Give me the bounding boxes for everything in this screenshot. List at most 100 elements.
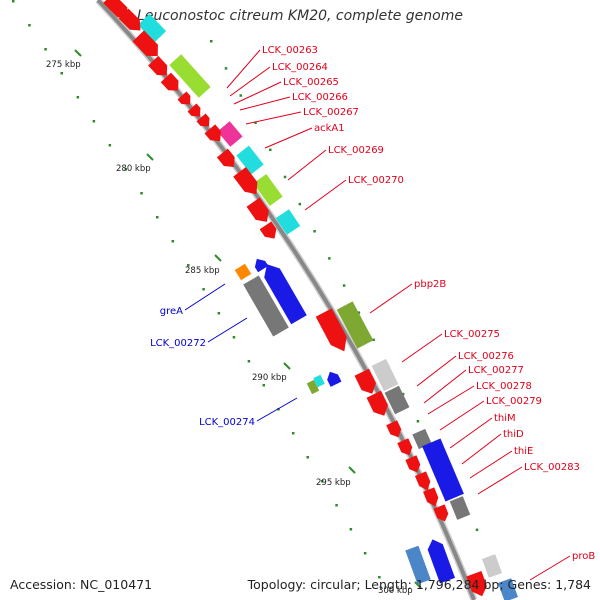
gene-block <box>253 173 283 207</box>
scale-major-tick <box>146 153 154 161</box>
gene-arrow <box>397 438 413 456</box>
gene-arrow <box>423 487 439 507</box>
scale-dot <box>92 120 96 123</box>
track-dot <box>283 175 287 179</box>
track-dot <box>269 148 272 152</box>
gene-block <box>371 358 399 392</box>
track-dot <box>401 392 405 396</box>
accession-text: Accession: NC_010471 <box>10 577 153 592</box>
gene-arrow <box>216 148 235 167</box>
gene-arrow <box>327 371 342 387</box>
scale-label: 275 kbp <box>46 60 81 70</box>
scale-label: 300 kbp <box>378 586 413 596</box>
gene-block <box>412 428 432 450</box>
scale-label: 295 kbp <box>316 478 351 488</box>
label-leader-line <box>287 149 327 181</box>
forward-gene-label: LCK_00267 <box>303 107 359 118</box>
gene-block <box>275 209 301 235</box>
scale-dot <box>320 480 324 483</box>
scale-label: 285 kbp <box>185 266 220 276</box>
forward-gene-label: LCK_00269 <box>328 145 384 156</box>
track-dot <box>210 40 213 43</box>
gene-arrow <box>259 221 277 239</box>
scale-dot <box>306 456 309 459</box>
label-leader-line <box>233 81 282 105</box>
forward-gene-label: LCK_00263 <box>262 45 318 56</box>
forward-gene-label: ackA1 <box>314 123 345 134</box>
scale-dot <box>28 24 31 27</box>
forward-gene-label: LCK_00275 <box>444 329 500 340</box>
scale-dot <box>124 168 128 171</box>
reverse-gene-label: greA <box>160 306 183 317</box>
gene-arrow <box>187 103 201 117</box>
track-dot <box>357 311 361 314</box>
scale-label: 290 kbp <box>252 373 287 383</box>
topology-text: Topology: circular <box>247 577 357 592</box>
gene-arrow <box>177 91 191 105</box>
label-leader-line <box>239 96 291 111</box>
track-dot <box>328 257 331 260</box>
scale-major-tick <box>74 49 82 57</box>
gene-block <box>234 263 252 281</box>
scale-dot <box>291 432 295 435</box>
scale-dot <box>232 336 236 339</box>
gene-arrow <box>354 368 376 394</box>
track-dot <box>372 338 375 342</box>
genes-count-text: Genes: 1,784 <box>499 577 591 592</box>
gene-arrow <box>264 264 307 325</box>
genome-summary: Topology: circularLength: 1,796,284 bpGe… <box>248 577 591 592</box>
scale-dot <box>378 576 381 579</box>
forward-gene-label: pbp2B <box>414 279 446 290</box>
gene-block <box>336 301 374 349</box>
forward-gene-label: LCK_00277 <box>468 365 524 376</box>
gene-arrow <box>160 72 179 91</box>
scale-dot <box>12 0 15 3</box>
scale-dot <box>44 48 47 51</box>
gene-block <box>306 379 320 395</box>
gene-block <box>384 385 410 415</box>
gene-arrow <box>204 124 222 142</box>
forward-gene-label: LCK_00278 <box>476 381 532 392</box>
label-leader-line <box>226 49 261 89</box>
gene-arrow <box>246 197 269 222</box>
forward-gene-label: LCK_00264 <box>272 62 328 73</box>
label-leader-line <box>477 466 523 495</box>
label-leader-line <box>229 66 271 97</box>
gene-arrow <box>366 390 388 416</box>
scale-dot <box>363 552 367 555</box>
gene-arrow <box>433 504 449 522</box>
gene-block <box>422 438 464 502</box>
scale-major-tick <box>348 466 356 474</box>
label-leader-line <box>256 397 298 422</box>
label-leader-line <box>369 283 413 314</box>
forward-gene-label: LCK_00276 <box>458 351 514 362</box>
track-dot <box>254 121 257 124</box>
track-dot <box>239 94 243 97</box>
gene-arrow <box>427 539 456 584</box>
scale-dot <box>76 96 80 99</box>
gene-arrow <box>118 8 141 31</box>
scale-dot <box>335 504 338 507</box>
scale-dot <box>247 360 251 363</box>
scale-dot <box>60 72 64 75</box>
label-leader-line <box>416 355 457 387</box>
reverse-gene-label: LCK_00274 <box>199 417 255 428</box>
forward-gene-label: thiM <box>494 413 516 424</box>
gene-block <box>217 121 243 147</box>
gene-block <box>169 54 211 98</box>
gene-arrow <box>466 570 487 597</box>
scale-dot <box>277 408 280 411</box>
gene-arrow <box>414 471 431 491</box>
gene-arrow <box>386 420 402 438</box>
scale-dot <box>217 312 221 315</box>
gene-block <box>313 374 325 388</box>
gene-arrow <box>103 0 128 18</box>
label-leader-line <box>469 450 513 479</box>
scale-dot <box>171 240 175 243</box>
reverse-gene-label: LCK_00272 <box>150 338 206 349</box>
label-leader-line <box>207 317 248 343</box>
scale-major-tick <box>214 254 222 262</box>
